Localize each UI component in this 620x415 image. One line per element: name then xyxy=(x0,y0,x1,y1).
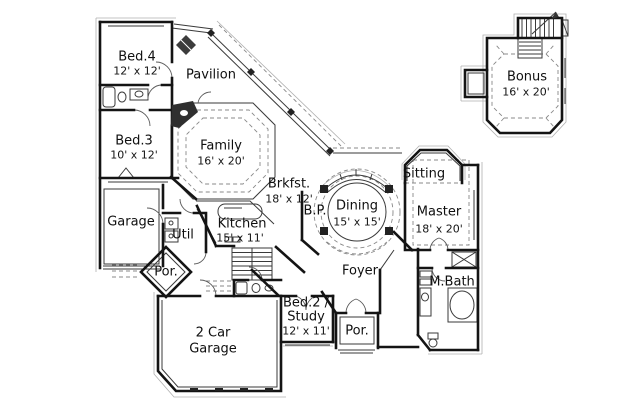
room-dims-brkfst: 18' x 12' xyxy=(265,192,313,206)
room-label-brkfst: Brkfst. xyxy=(267,176,311,192)
room-dims-family: 16' x 20' xyxy=(197,154,245,168)
room-dims-kitchen: 15' x 11' xyxy=(216,231,264,245)
room-label-garage2-1: 2 Car xyxy=(195,325,231,341)
bath-vanity xyxy=(129,88,149,101)
room-dims-bed3: 10' x 12' xyxy=(110,148,158,162)
room-dims-bed2: 12' x 11' xyxy=(282,324,330,338)
util-dryer xyxy=(164,230,179,243)
room-label-garage2-2: Garage xyxy=(189,341,237,357)
tub-hall-bath xyxy=(235,281,248,295)
sitting-windows xyxy=(406,152,461,181)
room-label-master: Master xyxy=(416,204,462,220)
room-label-dining: Dining xyxy=(336,198,378,214)
garage2-inner xyxy=(161,300,278,388)
bonus-arrowhead xyxy=(551,12,559,19)
room-label-mbath: M.Bath xyxy=(429,274,475,290)
room-label-pavilion: Pavilion xyxy=(186,67,236,83)
mbath-tub xyxy=(449,290,475,320)
dining-column xyxy=(385,227,393,235)
bonus-rail-arrow xyxy=(531,11,557,35)
room-label-kitchen: Kitchen xyxy=(217,216,267,232)
room-label-bp: B.P. xyxy=(303,203,327,219)
eave-lines-layer xyxy=(95,13,567,398)
porch-side-inner xyxy=(146,252,186,292)
walls-layer xyxy=(98,16,564,393)
room-label-bed2-2: Study xyxy=(287,309,325,325)
garage2-outline xyxy=(156,294,283,393)
bath-toilet xyxy=(117,91,127,103)
room-label-sitting: Sitting xyxy=(402,166,446,182)
bath-cabinet xyxy=(102,86,116,108)
kitchen-island xyxy=(217,203,263,220)
room-label-foyer: Foyer xyxy=(341,263,379,279)
util-washer xyxy=(164,217,179,230)
room-label-porch-side: Por. xyxy=(154,264,178,280)
mbath-vanity xyxy=(419,287,432,317)
stairs-main xyxy=(231,247,273,281)
room-label-bed4: Bed.4 xyxy=(118,49,156,65)
fills-layer xyxy=(171,12,559,391)
dining-circle xyxy=(327,182,387,242)
room-dims-master: 18' x 20' xyxy=(415,222,463,236)
room-label-bed3: Bed.3 xyxy=(115,133,153,149)
dashed-lines-layer xyxy=(112,24,559,292)
bonus-chimney xyxy=(463,68,489,99)
room-dims-bed4: 12' x 12' xyxy=(113,64,161,78)
room-label-util: Util xyxy=(172,227,194,243)
room-label-porch-front: Por. xyxy=(345,323,369,339)
bonus-stairs-up xyxy=(521,19,554,37)
mbath-toilet xyxy=(428,338,438,348)
room-label-garage: Garage xyxy=(107,214,155,230)
bonus-outline xyxy=(485,16,564,135)
dining-column xyxy=(320,185,328,193)
room-label-bed2-1: Bed.2 / xyxy=(282,295,330,311)
room-label-family: Family xyxy=(200,138,242,154)
dining-column xyxy=(320,227,328,235)
toilet-hall-bath xyxy=(251,283,261,293)
room-label-bonus: Bonus xyxy=(506,69,548,85)
dining-column xyxy=(385,185,393,193)
room-dims-dining: 15' x 15' xyxy=(333,215,381,229)
room-dims-bonus: 16' x 20' xyxy=(502,85,550,99)
mbath-tub-deck xyxy=(447,287,478,323)
porch-front-inner xyxy=(338,316,375,354)
sitting-bay xyxy=(403,148,464,185)
pavilion-colonnade xyxy=(171,23,334,157)
